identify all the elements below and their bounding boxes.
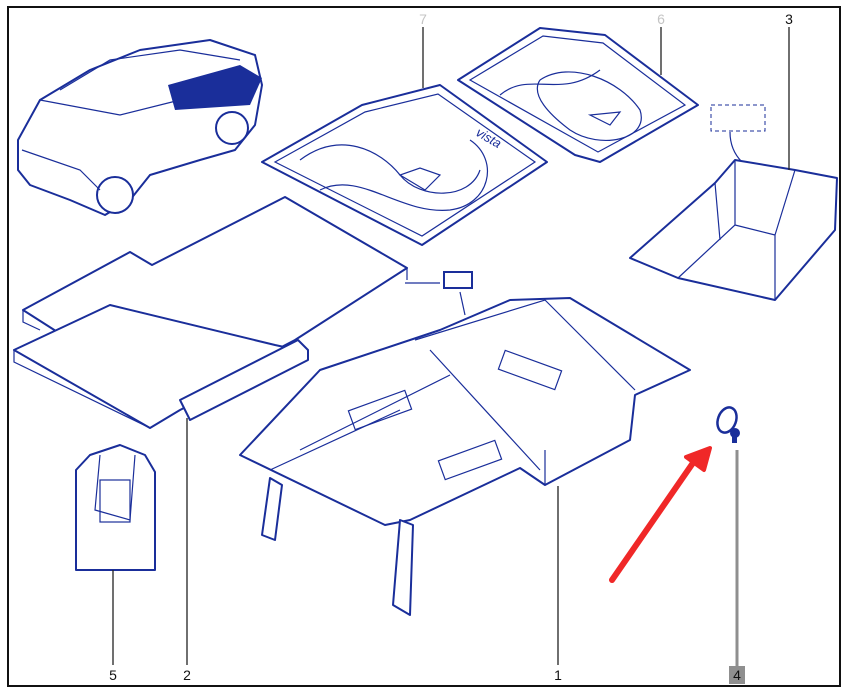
cargo-area-highlight — [168, 65, 262, 110]
vehicle-illustration — [17, 39, 263, 216]
label-part-7[interactable]: 7 — [419, 11, 427, 27]
label-part-1[interactable]: 1 — [554, 667, 562, 683]
part-3-cargo-box — [629, 104, 838, 301]
foam-detail-icon — [443, 271, 473, 289]
part-2-foam-boards — [13, 196, 473, 429]
part-1-storage-frame — [239, 297, 691, 616]
dashed-placeholder — [710, 104, 766, 132]
part-7-floor-mat: vista — [261, 84, 548, 246]
label-part-4[interactable]: 4 — [733, 667, 741, 683]
part-5-storage-bag — [75, 444, 156, 571]
red-pointer-arrow — [609, 446, 712, 583]
diagram-frame — [7, 6, 841, 687]
label-part-3[interactable]: 3 — [785, 11, 793, 27]
part-6-boot-liner — [457, 27, 699, 163]
label-part-5[interactable]: 5 — [109, 667, 117, 683]
label-part-2[interactable]: 2 — [183, 667, 191, 683]
label-4-highlight — [729, 666, 745, 684]
part-4-lashing-ring — [716, 406, 740, 443]
label-part-6[interactable]: 6 — [657, 11, 665, 27]
bag-window — [99, 479, 131, 523]
